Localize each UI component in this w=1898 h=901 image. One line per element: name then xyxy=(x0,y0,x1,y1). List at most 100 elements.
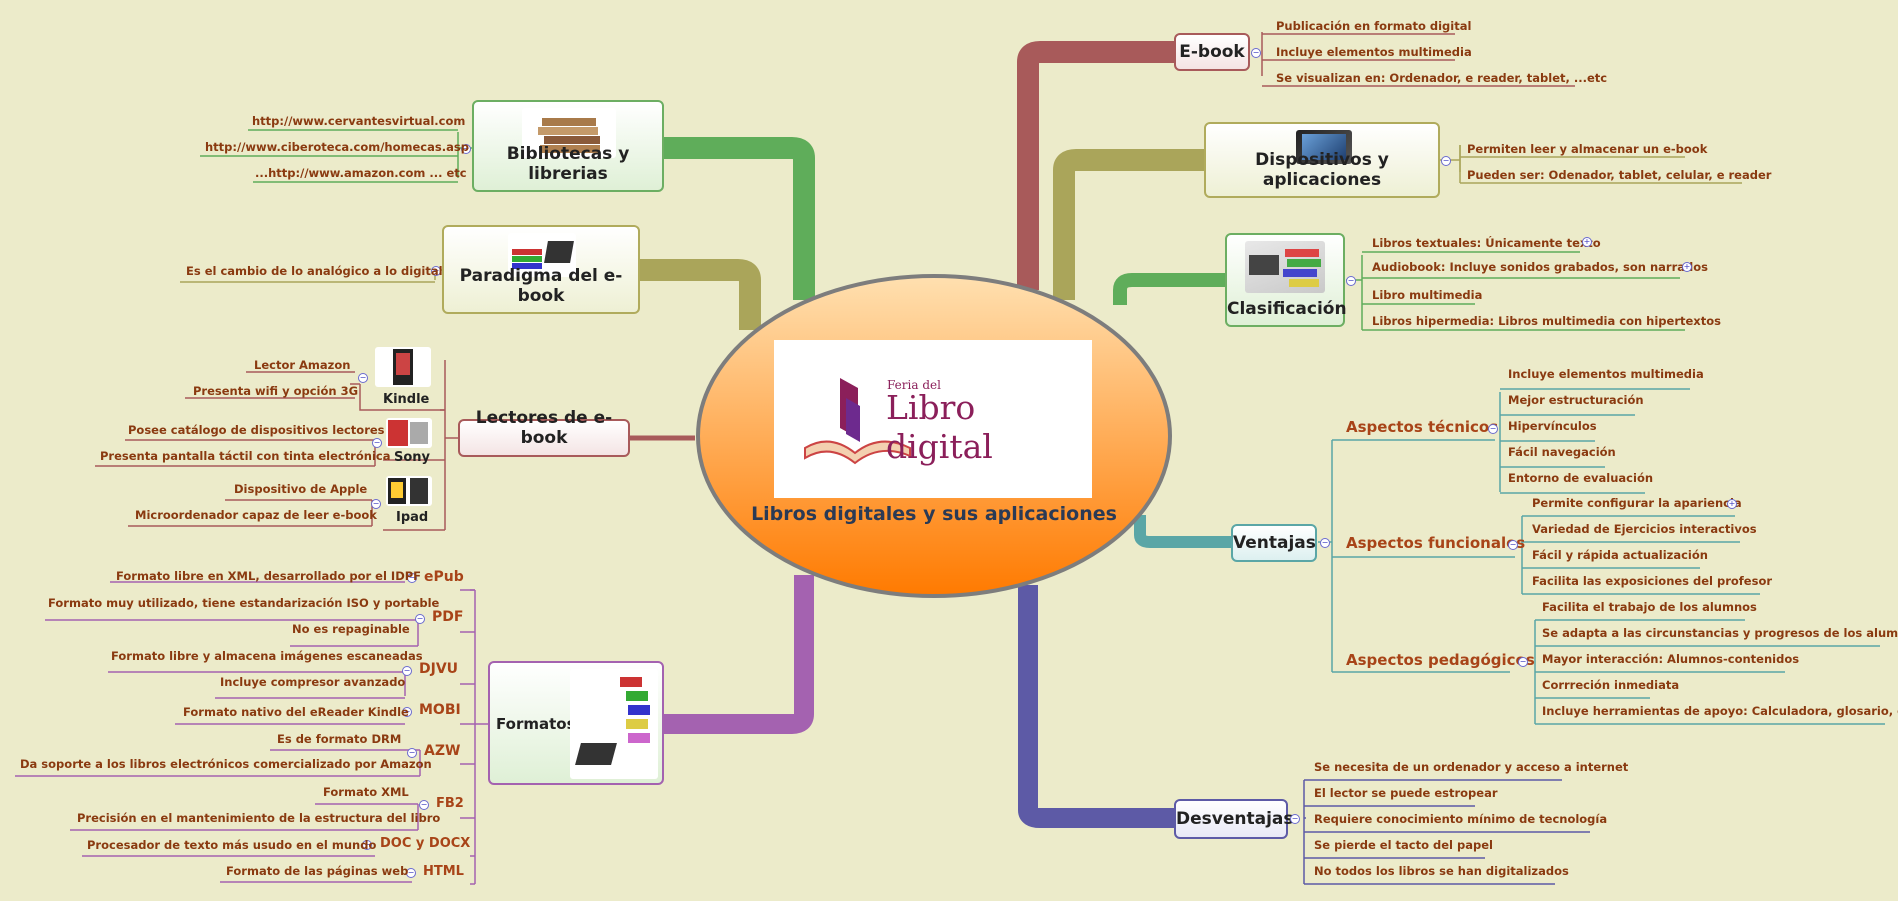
leaf-pedagogicos-2[interactable]: Mayor interacción: Alumnos-contenidos xyxy=(1542,652,1800,666)
sub-aspectos-funcionales[interactable]: Aspectos funcionales xyxy=(1346,534,1526,552)
leaf-tecnicos-3[interactable]: Fácil navegación xyxy=(1508,445,1616,459)
collapse-epub-icon[interactable]: − xyxy=(407,573,417,583)
node-bibliotecas[interactable]: Bibliotecas y librerias xyxy=(472,100,664,192)
center-title[interactable]: Libros digitales y sus aplicaciones xyxy=(751,503,1117,525)
sub-sony[interactable]: Sony xyxy=(394,450,431,465)
leaf-sony-1[interactable]: Presenta pantalla táctil con tinta elect… xyxy=(100,449,391,463)
node-paradigma[interactable]: Paradigma del e-book xyxy=(442,225,640,314)
node-dispositivos[interactable]: Dispositivos y aplicaciones xyxy=(1204,122,1440,198)
leaf-sony-0[interactable]: Posee catálogo de dispositivos lectores xyxy=(128,423,385,437)
collapse-fb2-icon[interactable]: − xyxy=(419,800,429,810)
collapse-paradigma-icon[interactable]: − xyxy=(431,266,441,276)
leaf-funcionales-0[interactable]: Permite configurar la apariencia xyxy=(1532,496,1742,510)
leaf-mobi-0[interactable]: Formato nativo del eReader Kindle xyxy=(183,705,409,719)
sub-ipad[interactable]: Ipad xyxy=(396,510,429,525)
collapse-djvu-icon[interactable]: − xyxy=(402,666,412,676)
collapse-dispositivos-icon[interactable]: − xyxy=(1441,156,1451,166)
leaf-tecnicos-2[interactable]: Hipervínculos xyxy=(1508,419,1597,433)
leaf-pdf-0[interactable]: Formato muy utilizado, tiene estandariza… xyxy=(48,596,440,610)
leaf-ipad-1[interactable]: Microordenador capaz de leer e-book xyxy=(135,508,377,522)
format-html[interactable]: HTML xyxy=(423,864,464,879)
leaf-kindle-0[interactable]: Lector Amazon xyxy=(254,358,351,372)
collapse-doc-icon[interactable]: − xyxy=(362,840,372,850)
leaf-pedagogicos-4[interactable]: Incluye herramientas de apoyo: Calculado… xyxy=(1542,704,1898,718)
node-desventajas[interactable]: Desventajas xyxy=(1174,799,1294,839)
leaf-clasificacion-0[interactable]: Libros textuales: Únicamente texto xyxy=(1372,236,1601,250)
leaf-ipad-0[interactable]: Dispositivo de Apple xyxy=(234,482,368,496)
collapse-tecnicos-icon[interactable]: − xyxy=(1488,424,1498,434)
leaf-bibliotecas-1[interactable]: http://www.ciberoteca.com/homecas.asp xyxy=(205,140,469,154)
leaf-ebook-1[interactable]: Incluye elementos multimedia xyxy=(1276,45,1472,59)
expand-funcionales-0-icon[interactable]: + xyxy=(1727,499,1737,509)
leaf-doc-0[interactable]: Procesador de texto más usudo en el mund… xyxy=(87,838,377,852)
collapse-mobi-icon[interactable]: − xyxy=(402,707,412,717)
format-mobi[interactable]: MOBI xyxy=(419,702,461,718)
leaf-dispositivos-0[interactable]: Permiten leer y almacenar un e-book xyxy=(1467,142,1708,156)
expand-clasificacion-1-icon[interactable]: + xyxy=(1682,262,1692,272)
format-azw[interactable]: AZW xyxy=(424,743,461,759)
format-djvu[interactable]: DJVU xyxy=(419,661,459,677)
leaf-desventajas-0[interactable]: Se necesita de un ordenador y acceso a i… xyxy=(1314,760,1629,774)
sub-kindle[interactable]: Kindle xyxy=(383,392,430,407)
leaf-desventajas-2[interactable]: Requiere conocimiento mínimo de tecnolog… xyxy=(1314,812,1608,826)
collapse-azw-icon[interactable]: − xyxy=(407,748,417,758)
sub-aspectos-pedagogicos[interactable]: Aspectos pedagógicos xyxy=(1346,651,1535,669)
leaf-tecnicos-1[interactable]: Mejor estructuración xyxy=(1508,393,1644,407)
leaf-fb2-1[interactable]: Precisión en el mantenimiento de la estr… xyxy=(77,811,441,825)
leaf-djvu-0[interactable]: Formato libre y almacena imágenes escane… xyxy=(111,649,423,663)
collapse-funcionales-icon[interactable]: − xyxy=(1508,540,1518,550)
leaf-ebook-0[interactable]: Publicación en formato digital xyxy=(1276,19,1472,33)
collapse-clasificacion-icon[interactable]: − xyxy=(1346,276,1356,286)
collapse-bibliotecas-icon[interactable]: − xyxy=(461,144,471,154)
node-lectores[interactable]: Lectores de e-book xyxy=(458,408,630,457)
node-ebook[interactable]: E-book xyxy=(1174,33,1250,71)
leaf-bibliotecas-0[interactable]: http://www.cervantesvirtual.com xyxy=(252,114,466,128)
leaf-kindle-1[interactable]: Presenta wifi y opción 3G xyxy=(193,384,359,398)
leaf-pedagogicos-1[interactable]: Se adapta a las circunstancias y progres… xyxy=(1542,626,1898,640)
leaf-funcionales-1[interactable]: Variedad de Ejercicios interactivos xyxy=(1532,522,1757,536)
branch-ebook xyxy=(1017,41,1175,290)
node-clasificacion[interactable]: Clasificación xyxy=(1225,233,1347,327)
leaf-funcionales-2[interactable]: Fácil y rápida actualización xyxy=(1532,548,1708,562)
format-fb2[interactable]: FB2 xyxy=(436,796,464,811)
leaf-desventajas-3[interactable]: Se pierde el tacto del papel xyxy=(1314,838,1493,852)
leaf-bibliotecas-2[interactable]: ...http://www.amazon.com ... etc xyxy=(255,166,467,180)
collapse-pdf-icon[interactable]: − xyxy=(415,614,425,624)
leaf-azw-0[interactable]: Es de formato DRM xyxy=(277,732,402,746)
leaf-clasificacion-3[interactable]: Libros hipermedia: Libros multimedia con… xyxy=(1372,314,1721,328)
collapse-kindle-icon[interactable]: − xyxy=(358,373,368,383)
leaf-clasificacion-2[interactable]: Libro multimedia xyxy=(1372,288,1483,302)
leaf-desventajas-1[interactable]: El lector se puede estropear xyxy=(1314,786,1498,800)
node-formatos[interactable]: Formatos xyxy=(488,661,664,785)
leaf-pdf-1[interactable]: No es repaginable xyxy=(292,622,410,636)
collapse-desventajas-icon[interactable]: − xyxy=(1290,814,1300,824)
leaf-djvu-1[interactable]: Incluye compresor avanzado xyxy=(220,675,406,689)
collapse-ebook-icon[interactable]: − xyxy=(1251,48,1261,58)
leaf-pedagogicos-0[interactable]: Facilita el trabajo de los alumnos xyxy=(1542,600,1757,614)
leaf-fb2-0[interactable]: Formato XML xyxy=(323,785,409,799)
collapse-ipad-icon[interactable]: − xyxy=(371,499,381,509)
leaf-pedagogicos-3[interactable]: Corrreción inmediata xyxy=(1542,678,1680,692)
collapse-ventajas-icon[interactable]: − xyxy=(1320,538,1330,548)
leaf-funcionales-3[interactable]: Facilita las exposiciones del profesor xyxy=(1532,574,1773,588)
sub-aspectos-tecnicos[interactable]: Aspectos técnicos xyxy=(1346,418,1499,436)
leaf-tecnicos-0[interactable]: Incluye elementos multimedia xyxy=(1508,367,1704,381)
branch-dispositivos xyxy=(1053,149,1205,300)
collapse-pedagogicos-icon[interactable]: − xyxy=(1518,657,1528,667)
leaf-dispositivos-1[interactable]: Pueden ser: Odenador, tablet, celular, e… xyxy=(1467,168,1772,182)
leaf-tecnicos-4[interactable]: Entorno de evaluación xyxy=(1508,471,1654,485)
collapse-html-icon[interactable]: − xyxy=(406,868,416,878)
node-ventajas[interactable]: Ventajas xyxy=(1231,524,1317,562)
leaf-html-0[interactable]: Formato de las páginas web xyxy=(226,864,409,878)
leaf-epub-0[interactable]: Formato libre en XML, desarrollado por e… xyxy=(116,569,422,583)
collapse-sony-icon[interactable]: − xyxy=(372,438,382,448)
leaf-clasificacion-1[interactable]: Audiobook: Incluye sonidos grabados, son… xyxy=(1372,260,1708,274)
format-pdf[interactable]: PDF xyxy=(432,609,464,625)
leaf-ebook-2[interactable]: Se visualizan en: Ordenador, e reader, t… xyxy=(1276,71,1608,85)
leaf-desventajas-4[interactable]: No todos los libros se han digitalizados xyxy=(1314,864,1569,878)
leaf-azw-1[interactable]: Da soporte a los libros electrónicos com… xyxy=(20,757,432,771)
format-epub[interactable]: ePub xyxy=(424,569,464,585)
expand-clasificacion-0-icon[interactable]: + xyxy=(1582,237,1592,247)
format-doc-docx[interactable]: DOC y DOCX xyxy=(380,836,471,851)
leaf-paradigma-0[interactable]: Es el cambio de lo analógico a lo digita… xyxy=(186,264,443,278)
